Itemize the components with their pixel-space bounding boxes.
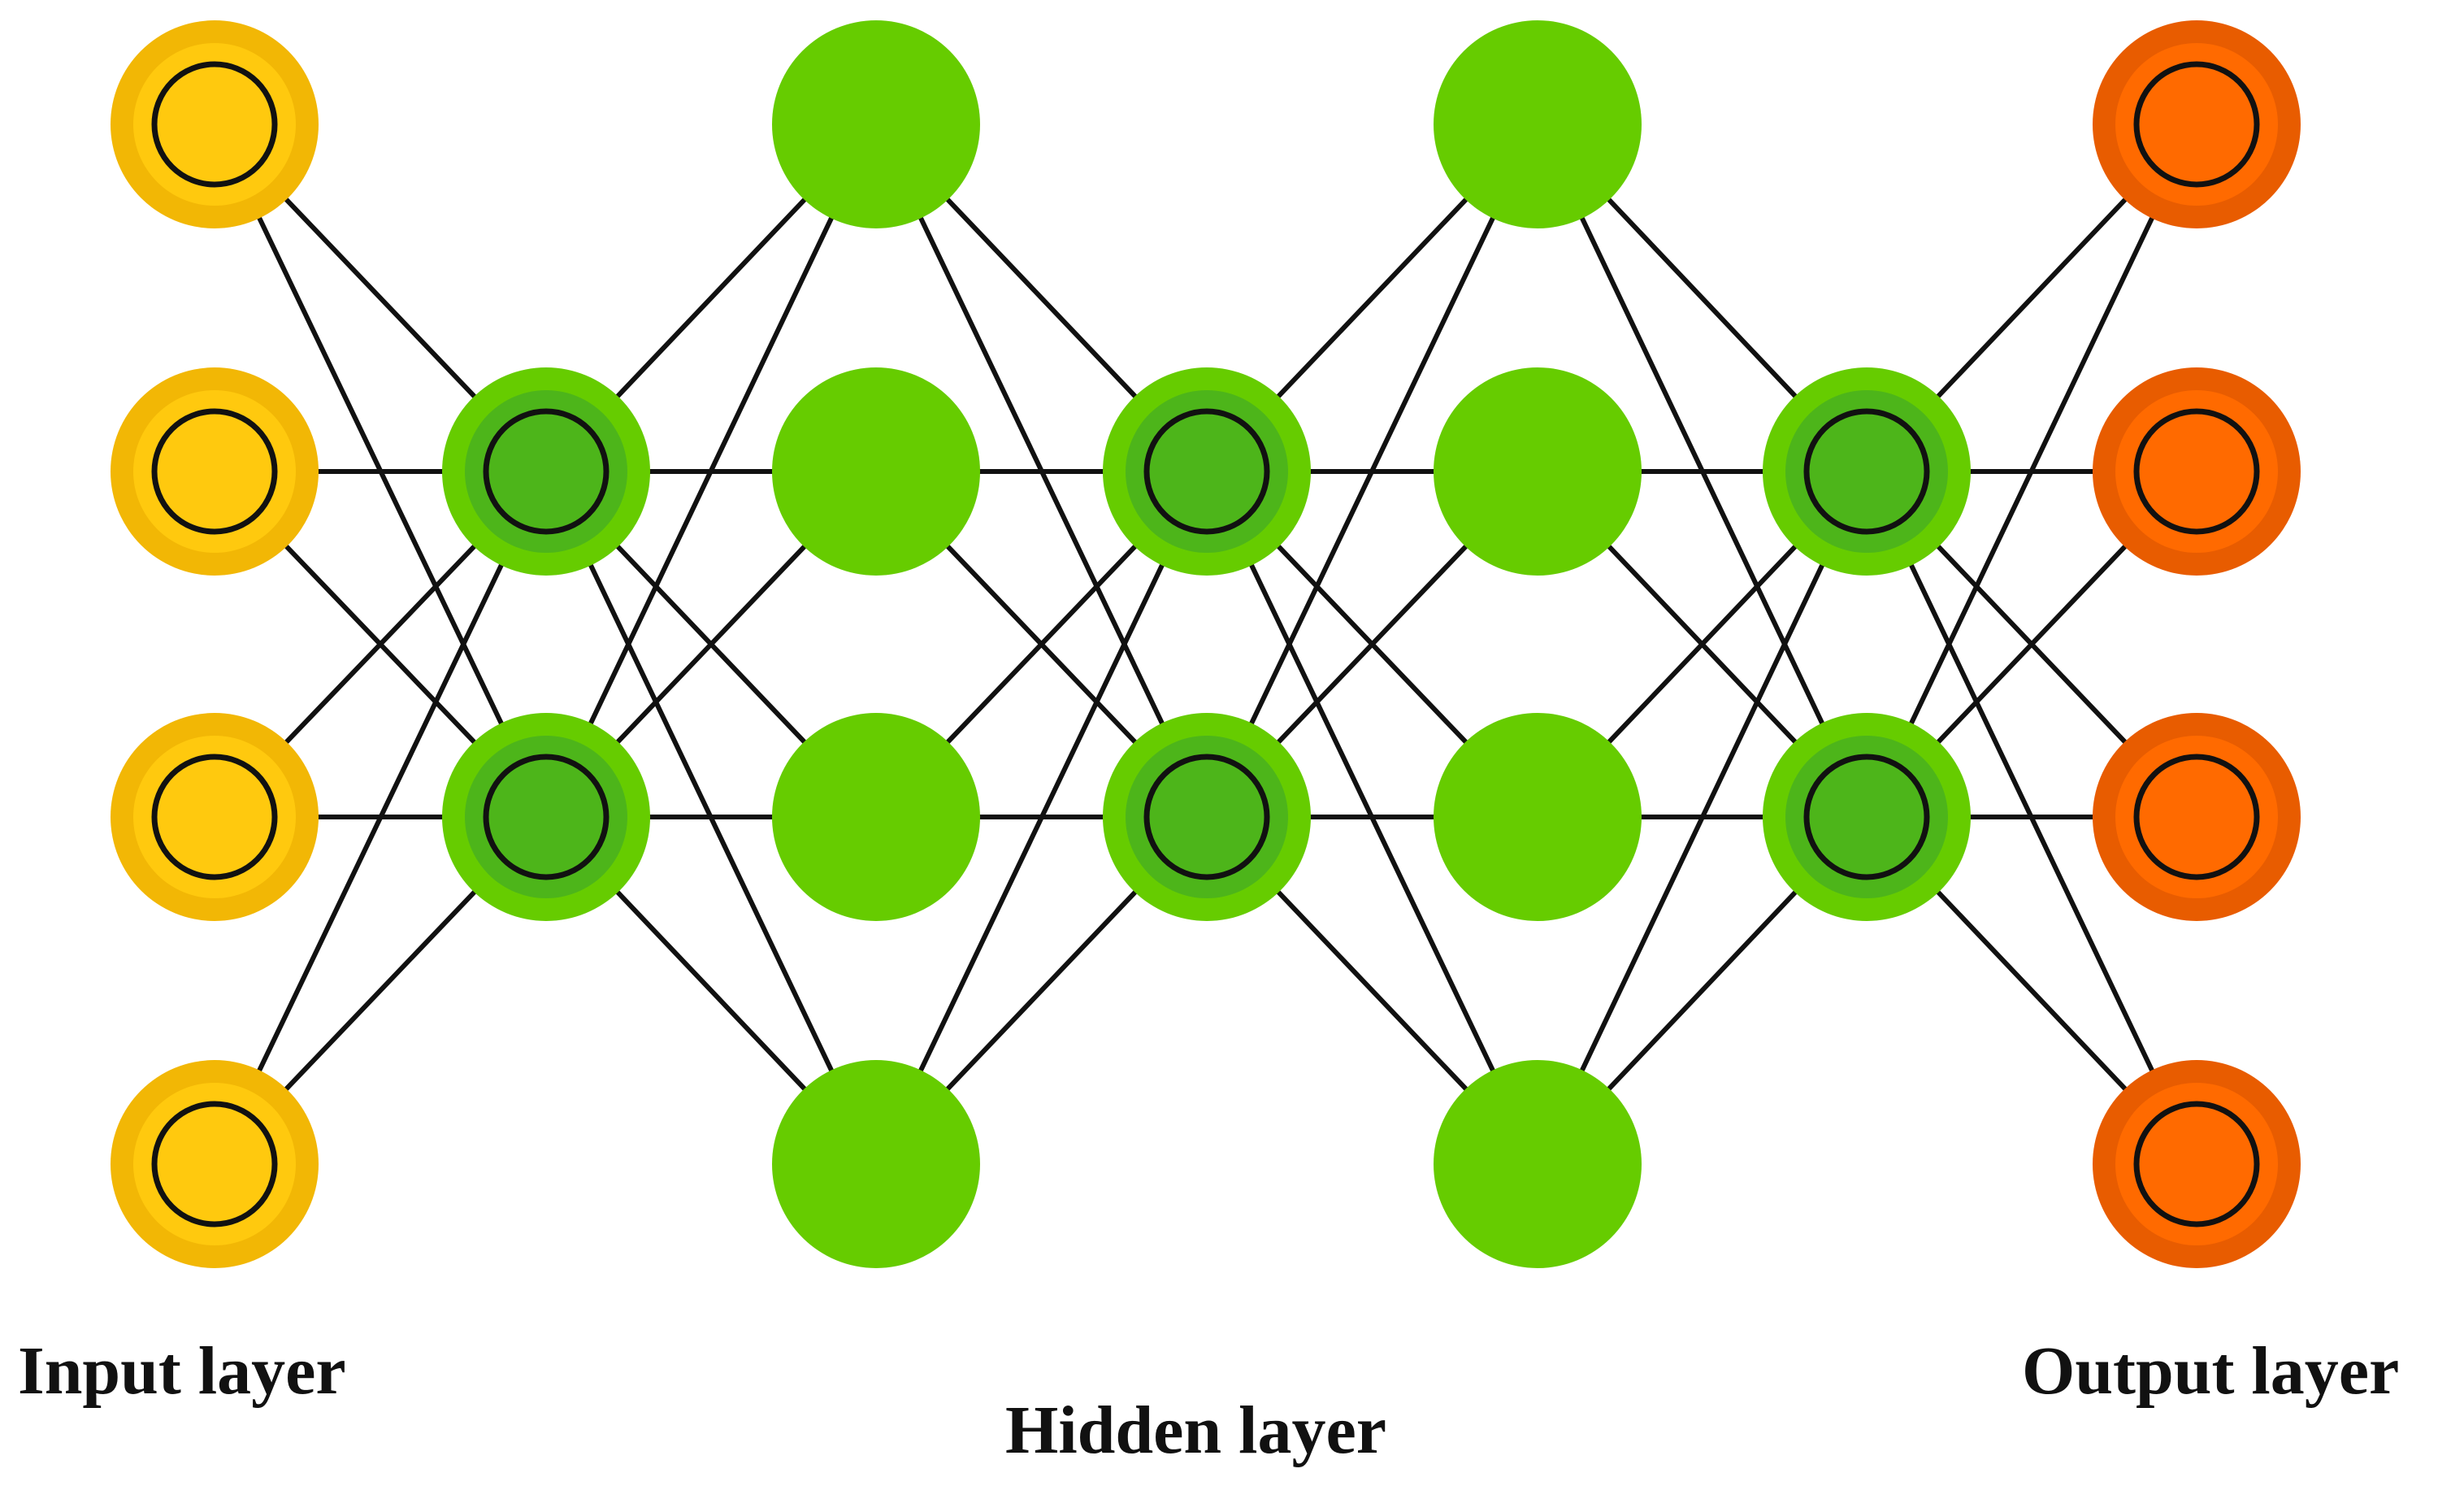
hidden-node-l1-0: [442, 367, 650, 576]
node-inner: [2115, 390, 2278, 553]
node-fill: [1434, 367, 1642, 576]
edge-l0n3-l1n0: [212, 470, 549, 1166]
node-inner: [1785, 390, 1948, 553]
output-node-l6-2: [2093, 713, 2301, 921]
input-node-l0-2: [111, 713, 319, 921]
hidden-node-l5-0: [1763, 367, 1971, 576]
input-layer-label: Input layer: [18, 1333, 346, 1409]
hidden-node-l2-3: [772, 1060, 980, 1268]
node-inner: [465, 736, 627, 898]
node-inner: [1126, 736, 1288, 898]
edge-l5n1-l6n0: [1864, 123, 2199, 819]
output-layer-label: Output layer: [2022, 1333, 2400, 1409]
node-outline: [1143, 408, 1270, 535]
node-fill: [772, 713, 980, 921]
edge-l1n1-l2n0: [544, 123, 878, 819]
hidden-node-l4-3: [1434, 1060, 1642, 1268]
output-node-l6-0: [2093, 20, 2301, 228]
input-node-l0-0: [111, 20, 319, 228]
node-outline: [2133, 754, 2260, 880]
hidden-node-l3-1: [1103, 713, 1311, 921]
node-inner: [2115, 43, 2278, 206]
neurons: [111, 20, 2301, 1268]
node-outline: [151, 754, 278, 880]
edge-l4n3-l5n0: [1535, 470, 1869, 1166]
hidden-node-l4-0: [1434, 20, 1642, 228]
hidden-layer-label: Hidden layer: [1005, 1393, 1387, 1468]
node-outline: [483, 408, 609, 535]
node-fill: [772, 20, 980, 228]
input-node-l0-1: [111, 367, 319, 576]
node-fill: [1434, 20, 1642, 228]
input-node-l0-3: [111, 1060, 319, 1268]
node-fill: [1434, 713, 1642, 921]
node-outline: [2133, 1101, 2260, 1227]
connections: [212, 122, 2199, 1167]
hidden-node-l3-0: [1103, 367, 1311, 576]
edge-l2n3-l3n0: [874, 470, 1209, 1166]
node-inner: [465, 390, 627, 553]
hidden-node-l1-1: [442, 713, 650, 921]
hidden-node-l4-2: [1434, 713, 1642, 921]
node-inner: [133, 736, 296, 898]
hidden-node-l2-2: [772, 713, 980, 921]
node-inner: [1785, 736, 1948, 898]
node-outline: [483, 754, 609, 880]
node-outline: [151, 408, 278, 535]
node-fill: [1434, 1060, 1642, 1268]
node-outline: [151, 1101, 278, 1227]
hidden-node-l4-1: [1434, 367, 1642, 576]
hidden-node-l2-1: [772, 367, 980, 576]
node-inner: [2115, 736, 2278, 898]
output-node-l6-3: [2093, 1060, 2301, 1268]
output-node-l6-1: [2093, 367, 2301, 576]
node-outline: [1803, 408, 1930, 535]
node-inner: [133, 43, 296, 206]
node-inner: [2115, 1083, 2278, 1245]
node-outline: [151, 61, 278, 188]
node-inner: [133, 390, 296, 553]
hidden-node-l5-1: [1763, 713, 1971, 921]
edge-l3n1-l4n0: [1204, 123, 1540, 819]
hidden-node-l2-0: [772, 20, 980, 228]
node-inner: [1126, 390, 1288, 553]
node-outline: [2133, 408, 2260, 535]
node-outline: [1143, 754, 1270, 880]
node-fill: [772, 1060, 980, 1268]
node-outline: [2133, 61, 2260, 188]
node-fill: [772, 367, 980, 576]
node-inner: [133, 1083, 296, 1245]
node-outline: [1803, 754, 1930, 880]
